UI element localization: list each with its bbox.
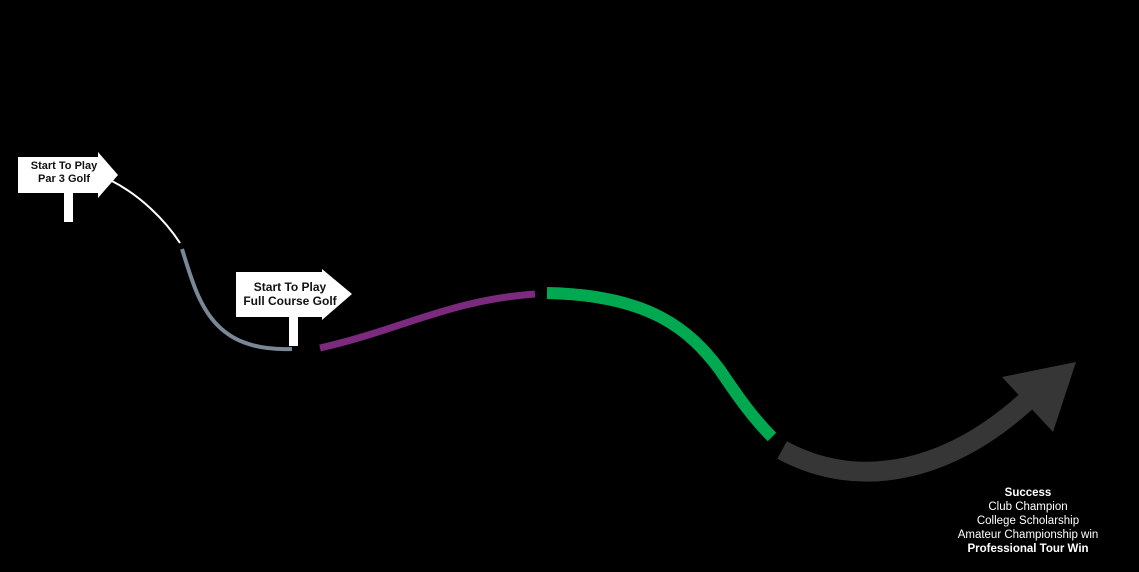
path-segment-green (546, 287, 777, 442)
success-item: College Scholarship (976, 515, 1080, 527)
path-segment-dark (777, 390, 1037, 482)
sign-full-course (236, 269, 352, 346)
success-item: Club Champion (988, 501, 1068, 513)
success-arrowhead-icon (1002, 362, 1076, 432)
sign-line: Start To Play (30, 160, 98, 172)
sign-line: Full Course Golf (243, 294, 337, 309)
path-segment-purple (319, 290, 536, 352)
sign-par3-label: Start To Play Par 3 Golf (18, 160, 110, 186)
sign-line: Par 3 Golf (38, 173, 90, 186)
sign-par3 (18, 152, 118, 222)
sign-line: Start To Play (253, 280, 327, 294)
success-list: Success Club Champion College Scholarshi… (918, 486, 1138, 556)
success-item: Amateur Championship win (957, 529, 1099, 541)
path-segment-white (109, 179, 181, 244)
sign-full-course-label: Start To Play Full Course Golf (236, 280, 344, 309)
success-final: Professional Tour Win (967, 543, 1089, 555)
path-segment-gray (180, 248, 293, 352)
success-title: Success (1004, 487, 1052, 499)
